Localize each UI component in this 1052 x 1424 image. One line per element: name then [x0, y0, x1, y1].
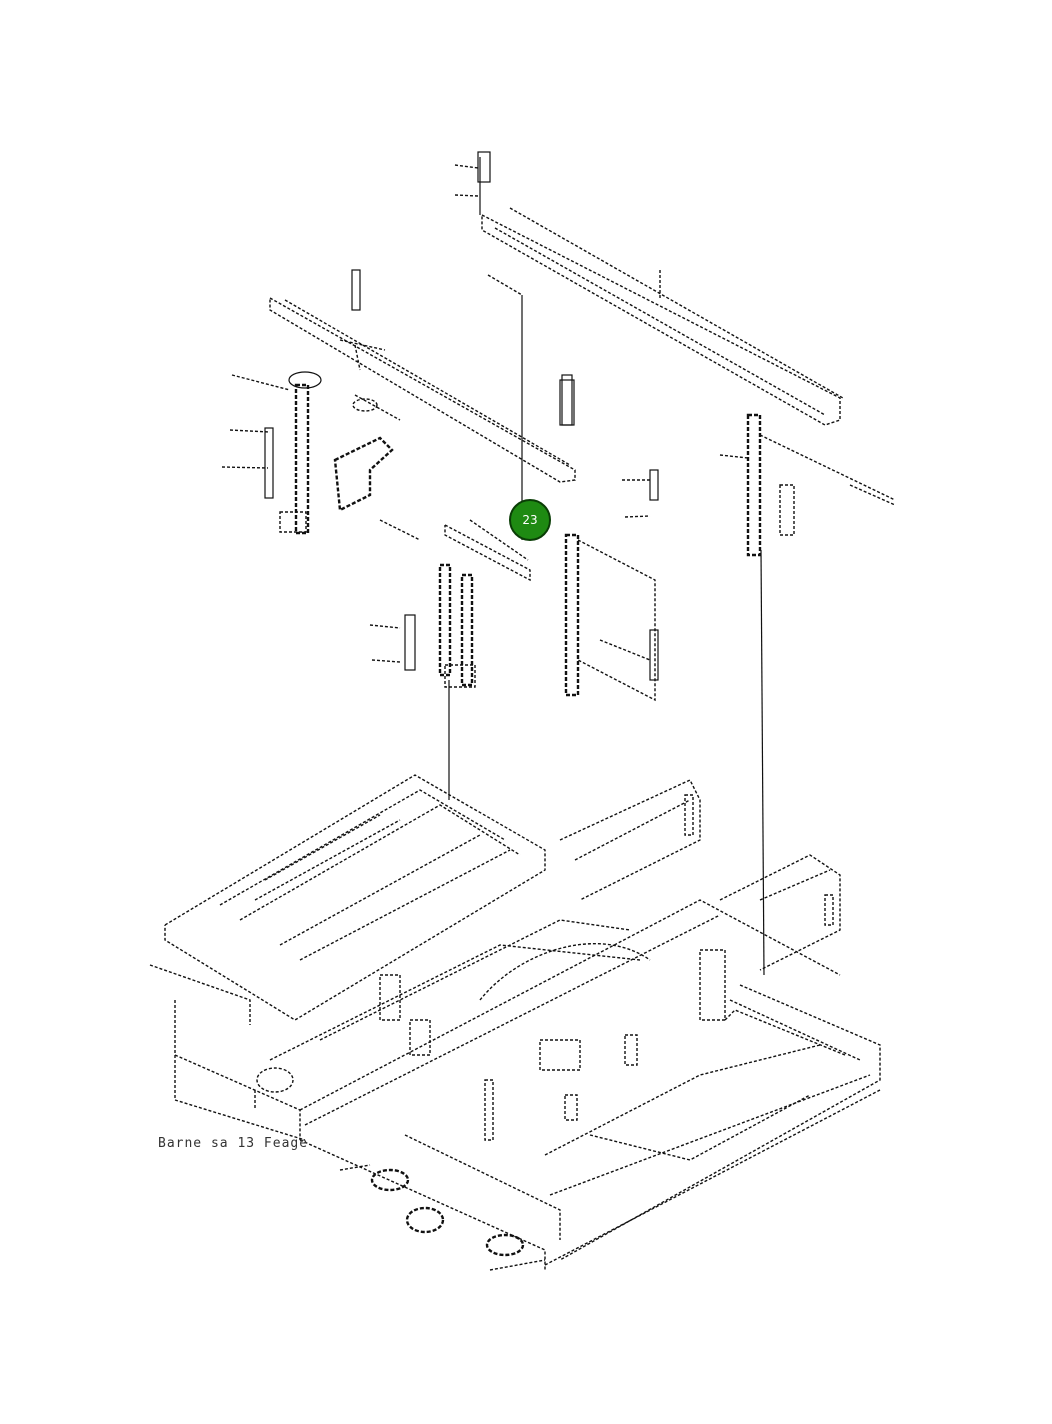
- base-frame-right: [489, 984, 881, 1271]
- callout-23[interactable]: 23: [509, 499, 551, 541]
- left-post: [221, 371, 322, 535]
- base-frame-main: [174, 779, 841, 1141]
- diagram-caption: Barne sa 13 Feage: [158, 1136, 309, 1151]
- center-left-post: [369, 563, 476, 688]
- base-lower: [254, 949, 726, 1270]
- center-rail: [444, 519, 531, 582]
- leader-lines: [448, 274, 765, 976]
- right-post: [719, 413, 896, 557]
- top-rail: [454, 151, 844, 426]
- left-bracket: [333, 394, 421, 541]
- callout-number: 23: [522, 513, 538, 527]
- center-right-post: [559, 379, 659, 702]
- upper-left-rail: [269, 269, 576, 483]
- base-frame-left: [149, 774, 546, 1060]
